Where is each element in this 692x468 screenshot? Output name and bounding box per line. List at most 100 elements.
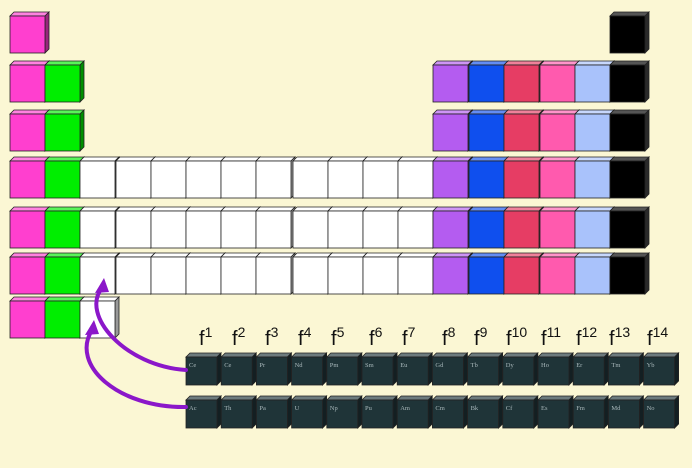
element-symbol: Tb (471, 362, 478, 369)
f-label-base: f (506, 328, 512, 350)
element-symbol: Sm (365, 362, 374, 369)
element-cell (574, 60, 615, 103)
f-label: f3 (265, 324, 278, 351)
element-cell (9, 60, 50, 103)
f-label-base: f (402, 328, 408, 350)
element-symbol: Es (541, 405, 548, 412)
element-cell (79, 156, 120, 199)
f-label: f12 (576, 324, 597, 351)
element-symbol: No (647, 405, 655, 412)
element-symbol: Md (611, 405, 621, 412)
element-symbol: Gd (435, 362, 444, 369)
f-label-base: f (199, 328, 205, 350)
element-cell (9, 109, 50, 152)
f-element-cell: Eu (396, 352, 434, 386)
element-cell (397, 156, 438, 199)
element-symbol: Pu (365, 405, 373, 412)
element-symbol: Ac (189, 405, 197, 412)
element-cell (9, 156, 50, 199)
f-label-base: f (576, 328, 582, 350)
element-symbol: Dy (506, 362, 515, 369)
element-cell (539, 206, 580, 249)
element-symbol: Th (224, 405, 232, 412)
element-cell (220, 206, 261, 249)
element-cell (609, 109, 650, 152)
element-cell (292, 252, 333, 295)
element-symbol: Pm (330, 362, 339, 369)
element-cell (574, 109, 615, 152)
element-cell (539, 156, 580, 199)
f-element-cell: Dy (501, 352, 539, 386)
f-label-superscript: 1 (204, 324, 213, 340)
f-element-cell: Sm (361, 352, 398, 386)
element-cell (432, 252, 473, 295)
element-symbol: Pa (259, 405, 266, 412)
element-cell (609, 11, 650, 54)
f-label: f1 (199, 324, 212, 351)
f-element-cell: U (290, 395, 328, 429)
element-cell (432, 109, 473, 152)
element-cell (397, 252, 438, 295)
f-element-cell: Pa (255, 395, 293, 429)
element-cell (44, 109, 85, 152)
element-cell (185, 252, 226, 295)
element-cell (468, 206, 509, 249)
element-cell (255, 156, 296, 199)
element-cell (468, 156, 509, 199)
f-element-cell: Bk (466, 395, 504, 429)
element-cell (220, 252, 261, 295)
f-label-superscript: 5 (336, 324, 345, 340)
f-label-superscript: 13 (614, 324, 631, 340)
element-cell (44, 296, 85, 339)
element-cell (468, 60, 509, 103)
f-label: f7 (402, 324, 415, 351)
f-label-superscript: 12 (581, 324, 598, 340)
element-symbol: Pr (259, 362, 266, 369)
element-cell (468, 252, 509, 295)
f-element-cell: Md (607, 395, 645, 429)
element-cell (255, 206, 296, 249)
element-symbol: Cm (435, 405, 444, 412)
f-label-superscript: 14 (652, 324, 669, 340)
f-element-cell: Cm (431, 395, 469, 429)
element-cell (327, 156, 368, 199)
f-element-cell: Ho (537, 352, 574, 386)
f-label-superscript: 11 (546, 324, 562, 340)
f-label-base: f (331, 328, 337, 350)
element-cell (432, 156, 473, 199)
f-label: f9 (474, 324, 487, 351)
element-cell (503, 206, 544, 249)
element-cell (255, 252, 296, 295)
f-label: f14 (647, 324, 668, 351)
f-element-cell: Yb (642, 352, 680, 386)
element-cell (9, 296, 50, 339)
element-symbol: Er (576, 362, 583, 369)
f-element-cell: Fm (572, 395, 610, 429)
element-symbol: Cf (506, 405, 513, 412)
element-cell (609, 206, 650, 249)
element-cell (609, 252, 650, 295)
f-element-cell: Ce (185, 352, 222, 386)
element-cell (44, 252, 85, 295)
f-label-superscript: 8 (447, 324, 456, 340)
element-cell (115, 252, 156, 295)
f-label-base: f (369, 328, 375, 350)
element-cell (79, 206, 120, 249)
element-cell (44, 206, 85, 249)
f-label-superscript: 2 (237, 324, 246, 340)
element-cell (115, 156, 156, 199)
element-cell (362, 252, 403, 295)
element-cell (292, 206, 333, 249)
element-cell (292, 156, 333, 199)
element-cell (432, 206, 473, 249)
f-label-base: f (474, 328, 480, 350)
f-element-cell: Gd (431, 352, 469, 386)
f-label-base: f (265, 328, 271, 350)
element-symbol: Bk (471, 405, 479, 412)
f-label-base: f (647, 328, 653, 350)
element-cell (220, 156, 261, 199)
element-cell (327, 252, 368, 295)
element-cell (115, 206, 156, 249)
